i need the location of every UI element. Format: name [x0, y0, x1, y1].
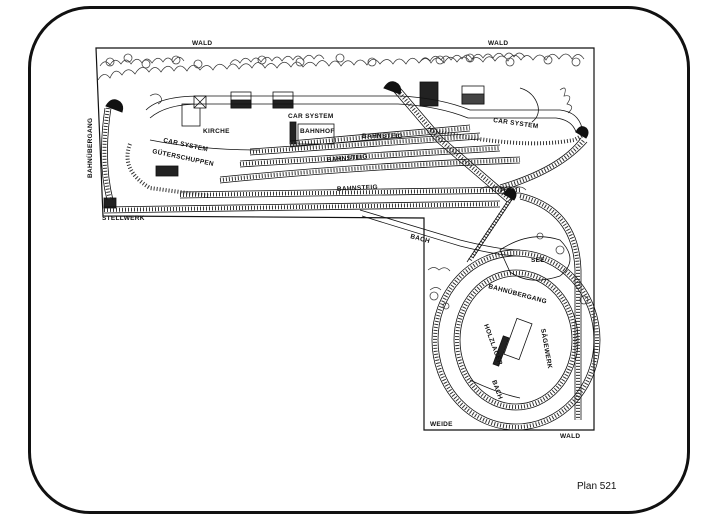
- trees: [105, 53, 589, 310]
- label-bahnhof: BAHNHOF: [300, 128, 335, 135]
- label-wald: WALD: [560, 433, 580, 440]
- track-network: [101, 81, 601, 431]
- label-wald: WALD: [192, 40, 212, 47]
- label-bahnsteig: BAHNSTEIG: [327, 153, 368, 164]
- road-car-system: [145, 87, 583, 151]
- label-bahnuebergang: BAHNÜBERGANG: [85, 118, 94, 178]
- label-bach: BACH: [409, 233, 430, 245]
- brook-and-lake: [359, 209, 571, 399]
- label-car-system: CAR SYSTEM: [288, 113, 334, 120]
- label-bahnsteig: BAHNSTEIG: [337, 184, 378, 193]
- label-weide: WEIDE: [430, 421, 453, 428]
- label-stellwerk: STELLWERK: [102, 215, 145, 222]
- forest-area: [97, 52, 585, 291]
- label-wald: WALD: [488, 40, 508, 47]
- label-kirche: KIRCHE: [203, 128, 230, 135]
- label-see: SEE: [531, 257, 545, 264]
- plan-caption: Plan 521: [577, 481, 617, 492]
- baseboard-outline: [95, 47, 595, 431]
- label-bahnsteig: BAHNSTEIG: [362, 133, 403, 140]
